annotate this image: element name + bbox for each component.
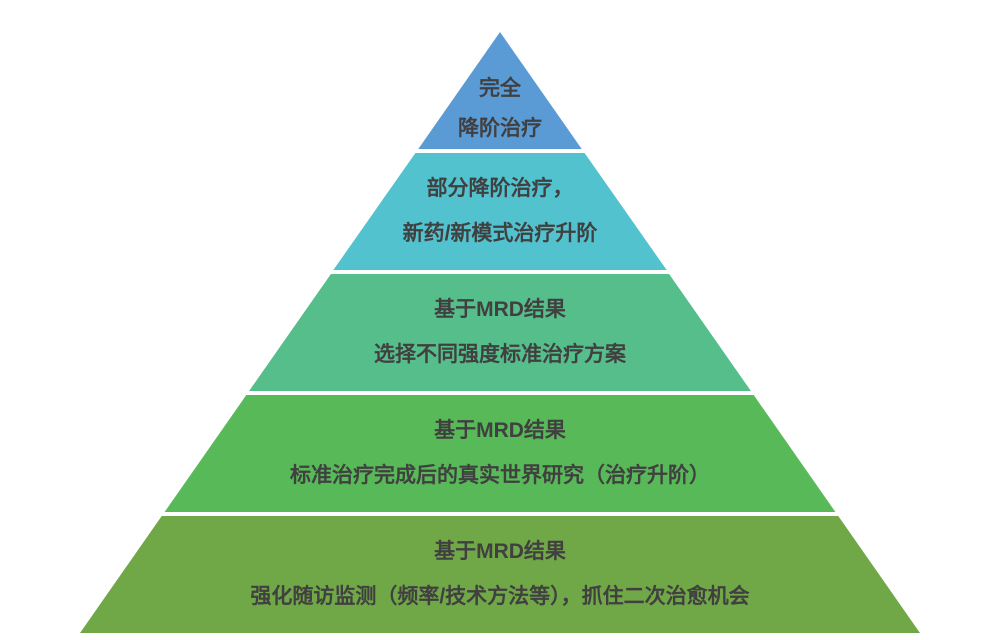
level-4-line-1: 基于MRD结果 [434, 419, 566, 443]
pyramid-level-3: 基于MRD结果 选择不同强度标准治疗方案 [249, 274, 751, 391]
pyramid-diagram: 完全 降阶治疗 部分降阶治疗， 新药/新模式治疗升阶 基于MRD结果 选择不同强… [80, 32, 920, 633]
pyramid-level-4: 基于MRD结果 标准治疗完成后的真实世界研究（治疗升阶） [164, 395, 836, 512]
pyramid-level-2: 部分降阶治疗， 新药/新模式治疗升阶 [333, 153, 667, 270]
level-3-line-2: 选择不同强度标准治疗方案 [374, 342, 626, 366]
level-3-line-1: 基于MRD结果 [434, 298, 566, 322]
level-1-line-1: 完全 [479, 76, 521, 100]
level-4-line-2: 标准治疗完成后的真实世界研究（治疗升阶） [290, 463, 710, 487]
pyramid-level-5: 基于MRD结果 强化随访监测（频率/技术方法等），抓住二次治愈机会 [80, 516, 920, 633]
level-2-line-1: 部分降阶治疗， [426, 177, 574, 201]
level-2-line-2: 新药/新模式治疗升阶 [402, 221, 598, 245]
level-5-line-2: 强化随访监测（频率/技术方法等），抓住二次治愈机会 [250, 584, 750, 608]
pyramid-level-1: 完全 降阶治疗 [418, 32, 582, 149]
level-5-line-1: 基于MRD结果 [434, 540, 566, 564]
level-1-line-2: 降阶治疗 [458, 116, 542, 140]
